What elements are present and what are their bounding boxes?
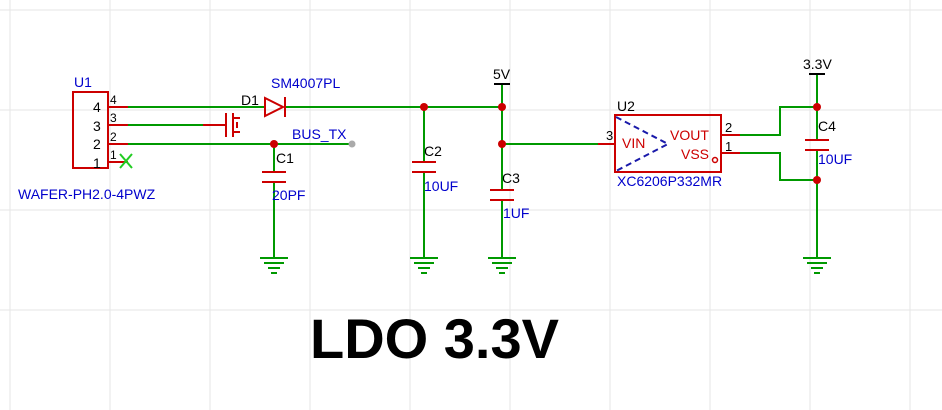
ground-symbol-c1	[260, 257, 288, 274]
ldo-pin-vout-label: VOUT	[670, 127, 709, 143]
power-label-5v: 5V	[493, 66, 511, 82]
ground-symbol-c2	[410, 257, 438, 274]
ground-symbol-c3	[488, 257, 516, 274]
capacitor-c3[interactable]: C3 1UF	[490, 170, 529, 221]
capacitor-value: 10UF	[424, 178, 458, 194]
transistor-symbol[interactable]	[203, 113, 240, 137]
ldo-value: XC6206P332MR	[617, 173, 722, 189]
diode-ref: D1	[241, 92, 259, 108]
pin-label-inner-3: 3	[110, 111, 117, 125]
ldo-ref: U2	[617, 98, 635, 114]
ldo-pin-num-vss: 1	[725, 139, 732, 154]
ldo-u2[interactable]: U2 XC6206P332MR VIN VOUT VSS 3 2 1	[598, 98, 740, 189]
pin-label-outer-4: 4	[93, 99, 101, 115]
schematic-title: LDO 3.3V	[310, 307, 559, 370]
net-label-text: BUS_TX	[292, 126, 347, 142]
connector-body	[72, 91, 109, 169]
capacitor-ref: C3	[502, 170, 520, 186]
ldo-pin-vin-label: VIN	[622, 135, 645, 151]
ldo-pin-num-vin: 3	[606, 128, 613, 143]
wires	[128, 74, 818, 258]
capacitor-value: 20PF	[272, 187, 305, 203]
junction-dot	[498, 103, 506, 111]
capacitor-c1[interactable]: C1 20PF	[262, 150, 305, 203]
capacitor-value: 10UF	[818, 151, 852, 167]
capacitor-c4[interactable]: C4 10UF	[805, 118, 852, 167]
capacitor-ref: C1	[276, 150, 294, 166]
pin-label-outer-1: 1	[93, 155, 101, 171]
junction-dot	[420, 103, 428, 111]
connector-u1[interactable]: U1 WAFER-PH2.0-4PWZ 4 3 2 1 4 3 2 1	[18, 74, 156, 202]
junction-dot	[813, 176, 821, 184]
wire-vout	[740, 106, 817, 136]
ldo-pin-vss-label: VSS	[681, 146, 709, 162]
connector-value: WAFER-PH2.0-4PWZ	[18, 186, 156, 202]
pin-label-inner-2: 2	[110, 130, 117, 144]
diode-value: SM4007PL	[271, 75, 340, 91]
net-port-icon	[348, 140, 356, 148]
ldo-pin-num-vout: 2	[725, 120, 732, 135]
wire-vss	[740, 152, 817, 181]
power-symbol-5v[interactable]: 5V	[493, 66, 511, 85]
capacitor-value: 1UF	[503, 205, 529, 221]
capacitor-c2[interactable]: C2 10UF	[412, 143, 458, 194]
junction-dot	[813, 103, 821, 111]
pin-label-outer-2: 2	[93, 136, 101, 152]
junction-dot	[270, 140, 278, 148]
pin-dot-icon	[711, 156, 719, 164]
pin-label-inner-1: 1	[110, 148, 117, 162]
no-connect-icon	[119, 153, 133, 169]
power-symbol-3v3[interactable]: 3.3V	[803, 56, 832, 75]
diode-d1[interactable]: D1 SM4007PL	[241, 75, 340, 118]
junction-dots	[270, 103, 821, 184]
pin-label-outer-3: 3	[93, 118, 101, 134]
power-label-3v3: 3.3V	[803, 56, 832, 72]
capacitor-ref: C4	[818, 118, 836, 134]
diode-icon	[264, 96, 286, 118]
pin-label-inner-4: 4	[110, 93, 117, 107]
connector-ref: U1	[74, 74, 92, 90]
capacitor-ref: C2	[424, 143, 442, 159]
net-label-bus-tx[interactable]: BUS_TX	[292, 126, 356, 148]
ground-symbol-c4	[803, 257, 831, 274]
junction-dot	[498, 140, 506, 148]
